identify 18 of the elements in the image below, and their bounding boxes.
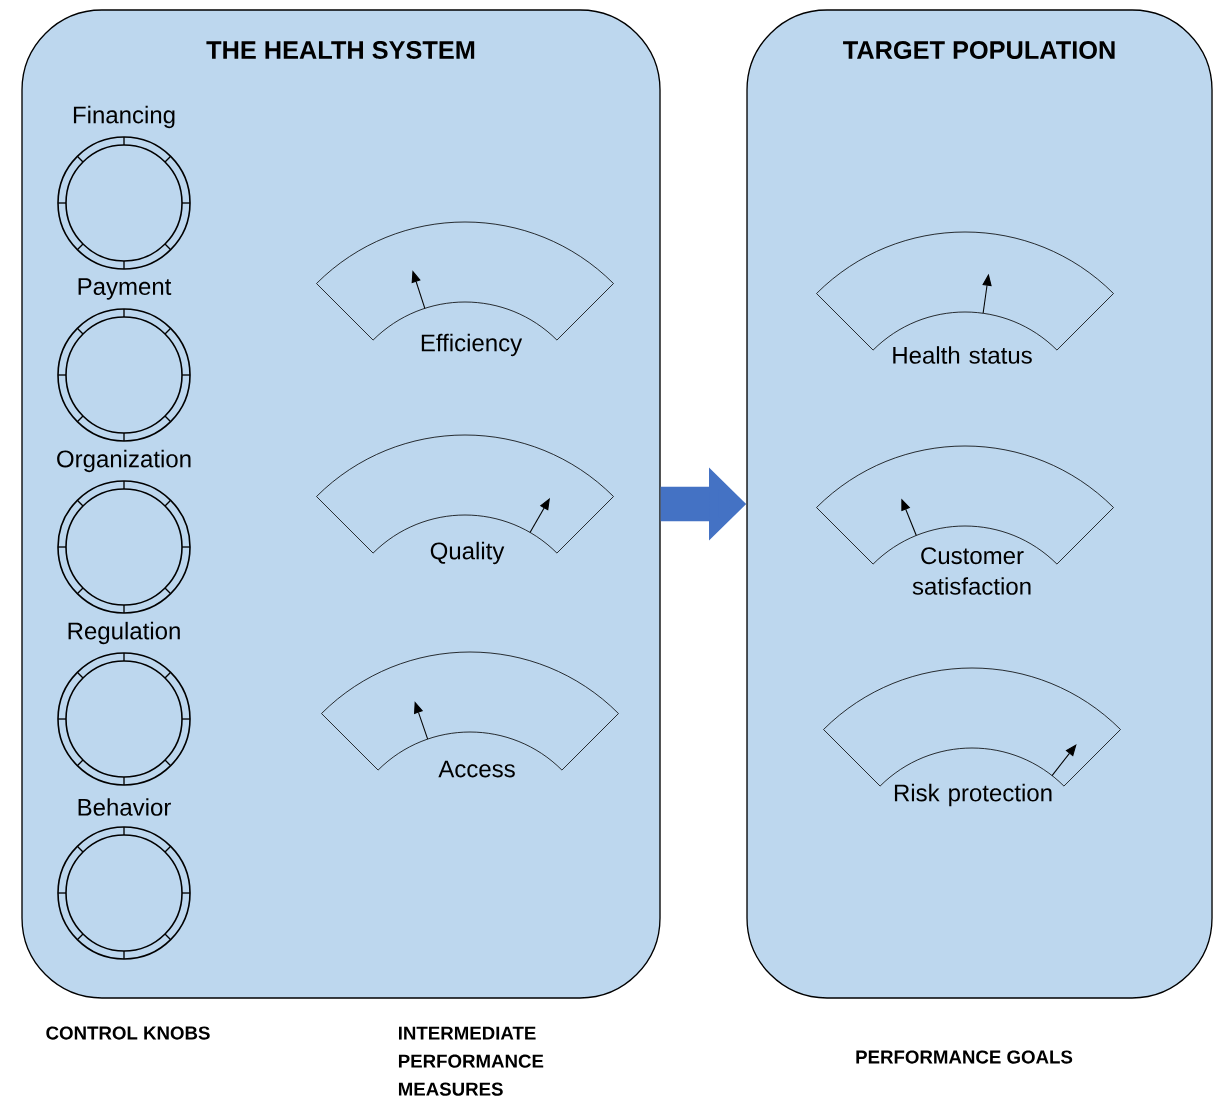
panel-title: TARGET POPULATION [843, 41, 1115, 59]
gauge-label: Risk protection [894, 783, 1052, 807]
panel [746, 9, 1213, 999]
knob-label: Regulation [68, 621, 180, 645]
gauge-label: Health status [893, 346, 1032, 364]
knob-label: Organization [57, 449, 191, 473]
knob-label: Financing [73, 105, 175, 129]
gauge-label: Access [438, 760, 515, 778]
gauge-label: Efficiency [421, 333, 523, 357]
panel [21, 9, 661, 999]
knob-label: Payment [78, 278, 172, 300]
gauge-label: Customer satisfaction [912, 547, 1031, 595]
axis-label: PERFORMANCE GOALS [856, 1050, 1073, 1064]
knob-label: Behavior [78, 798, 171, 816]
gauge-label: Quality [430, 541, 505, 565]
axis-label: INTERMEDIATE PERFORMANCE MEASURES [398, 1026, 544, 1096]
panel-title: THE HEALTH SYSTEM [206, 41, 475, 59]
axis-label: CONTROL KNOBS [46, 1026, 210, 1040]
